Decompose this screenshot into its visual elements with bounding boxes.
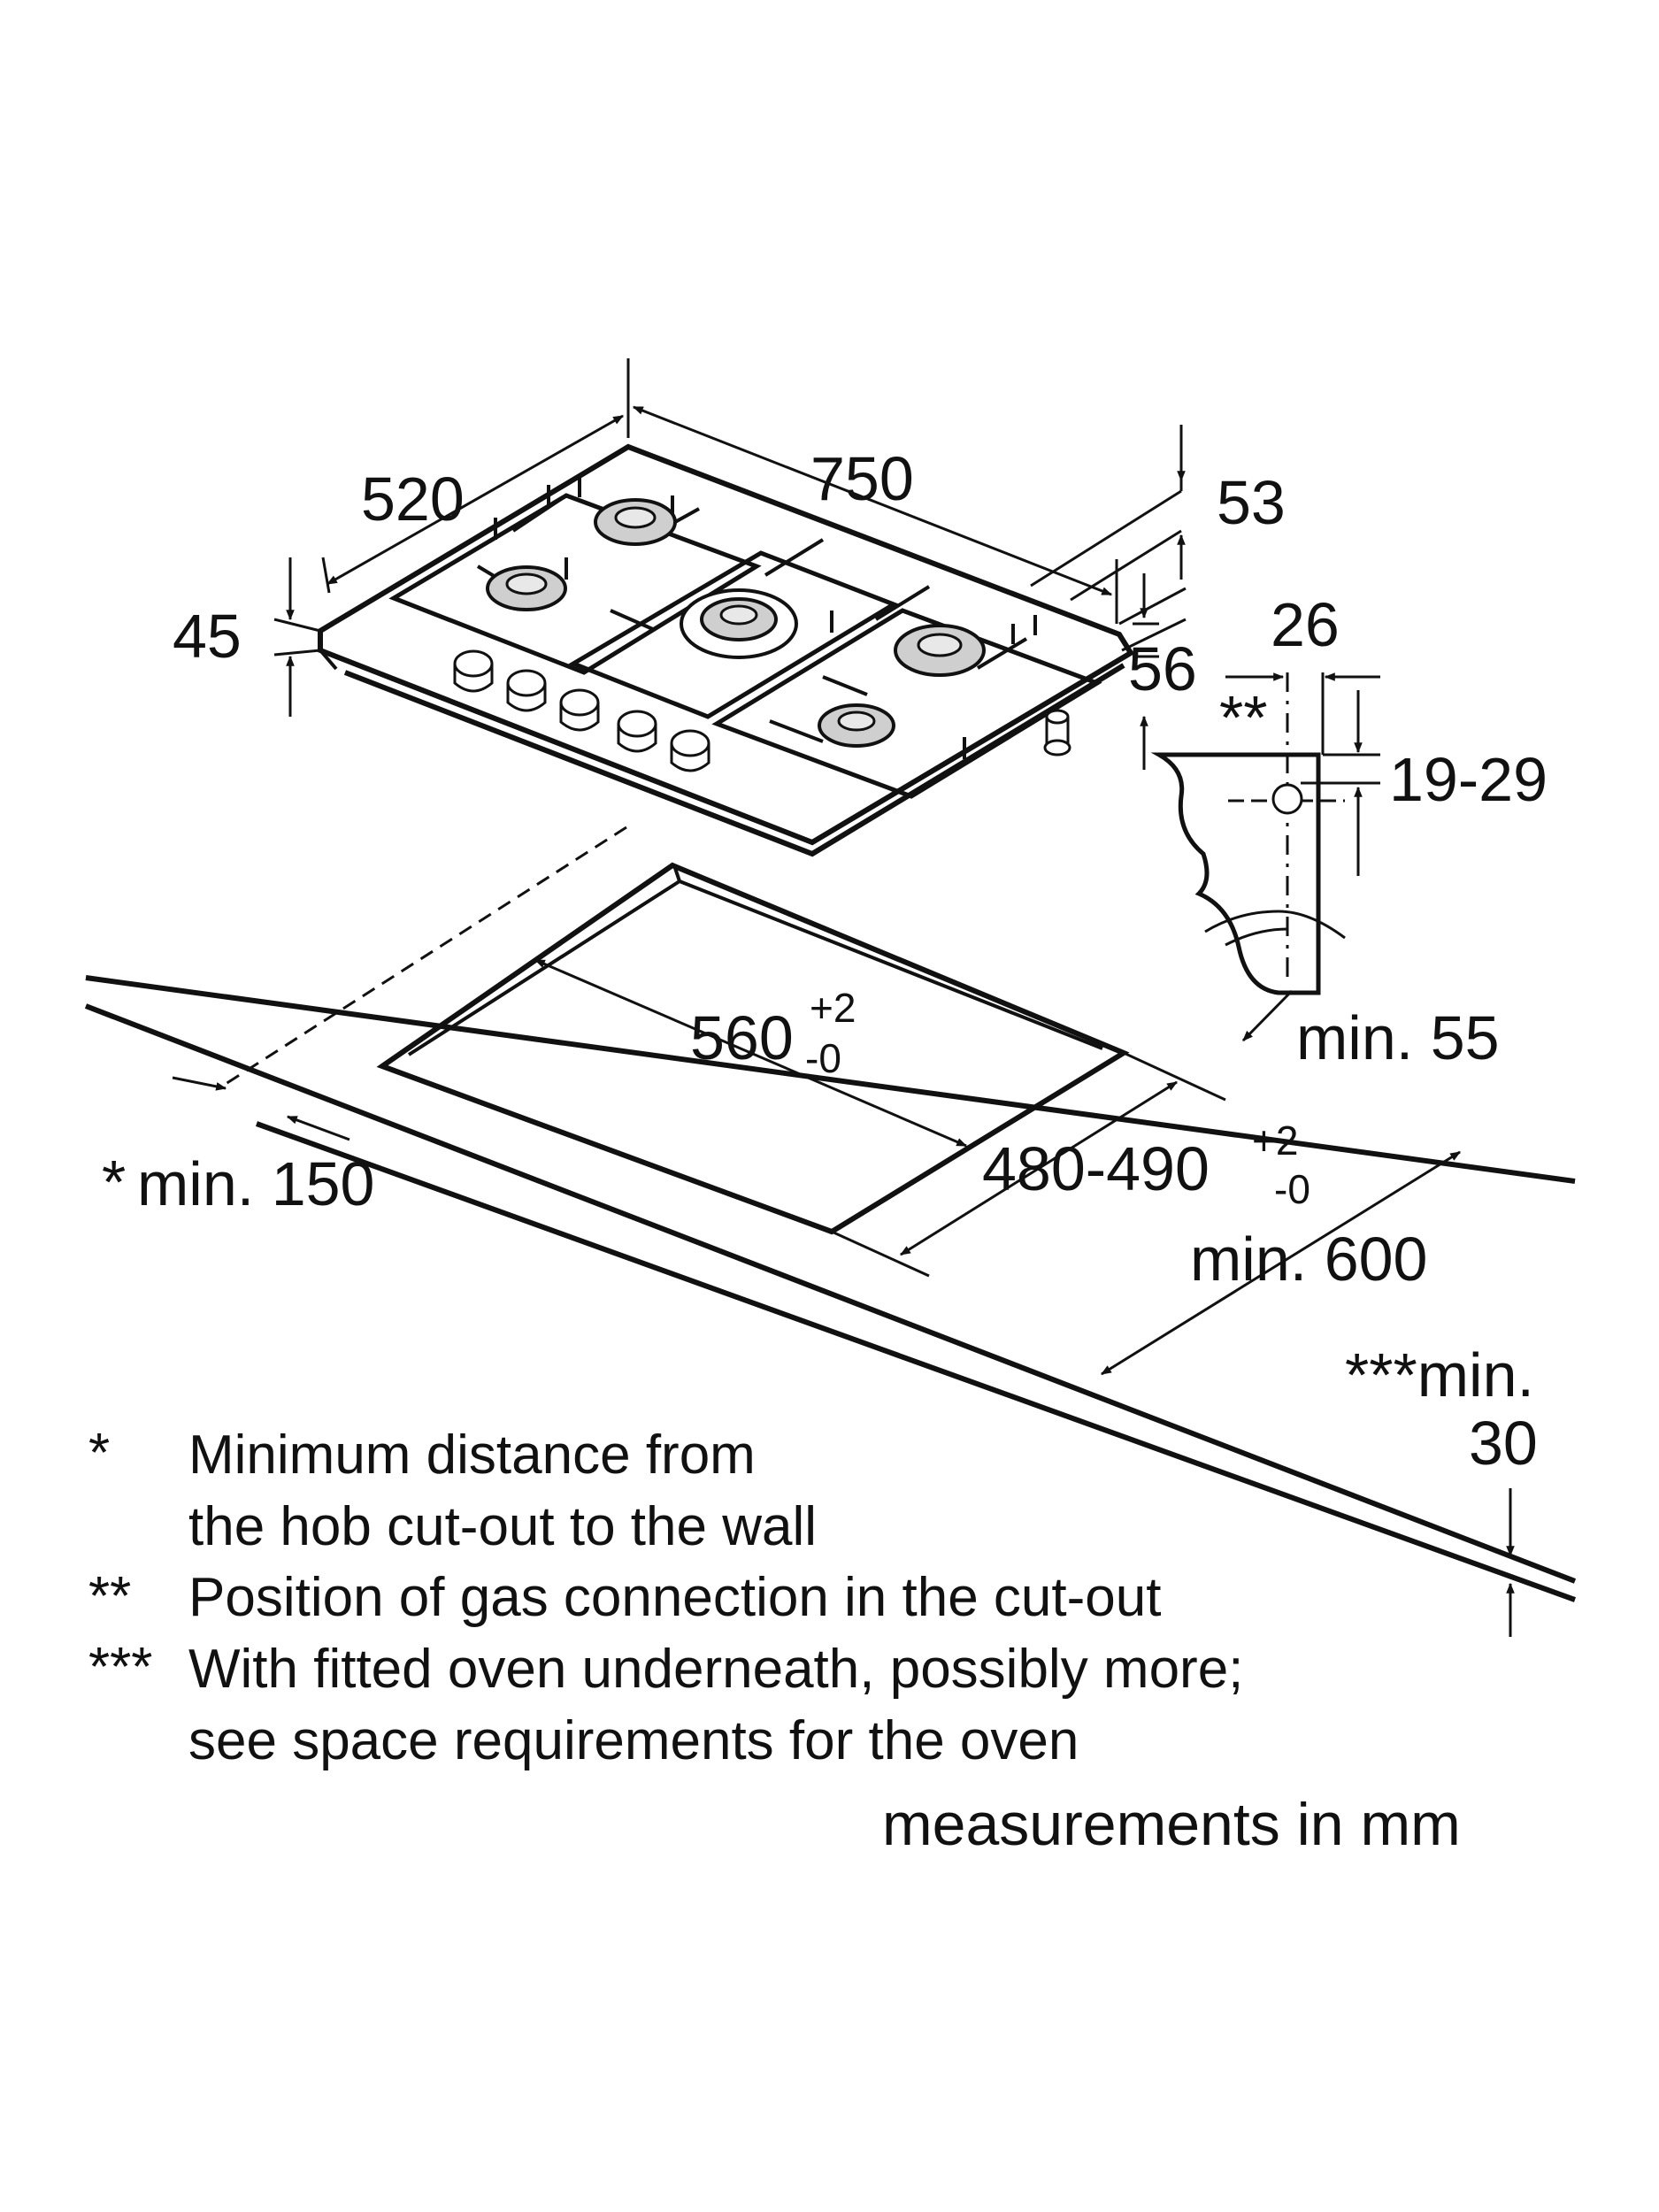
- label-45: 45: [173, 602, 242, 671]
- pan-support-right: [711, 608, 1102, 799]
- note-2-marker: **: [88, 1566, 131, 1627]
- burner-front-right: [818, 703, 895, 748]
- label-min-30-stars: ***min.: [1345, 1340, 1534, 1409]
- worktop-front-edge-bottom: [255, 1121, 1577, 1602]
- burner-front-left: [486, 565, 567, 611]
- control-knobs: [453, 649, 710, 772]
- label-min-30-value: 30: [1469, 1409, 1538, 1478]
- note-1-line-2: the hob cut-out to the wall: [188, 1496, 817, 1557]
- label-560-tol-plus: +2: [810, 985, 856, 1031]
- burner-wok-centre: [680, 588, 798, 659]
- dim-line-480-490: [899, 1080, 1179, 1256]
- label-53: 53: [1217, 468, 1286, 537]
- gas-connection-stub: [1043, 709, 1071, 757]
- dim-line-min-600: [1100, 1150, 1462, 1376]
- units-note: measurements in mm: [882, 1791, 1461, 1858]
- label-min-150: min. 150: [137, 1149, 374, 1218]
- label-480-490-tol-plus: +2: [1252, 1118, 1298, 1164]
- burner-rear-left: [594, 498, 677, 546]
- label-19-29: 19-29: [1389, 745, 1548, 814]
- label-gas-marker: **: [1219, 683, 1267, 752]
- worktop-front-edge-top: [84, 1003, 1577, 1584]
- note-2-line-1: Position of gas connection in the cut-ou…: [188, 1567, 1161, 1628]
- projection-line: [225, 826, 627, 1086]
- label-min-55: min. 55: [1296, 1003, 1500, 1072]
- label-min-600: min. 600: [1190, 1225, 1427, 1294]
- label-26: 26: [1271, 590, 1340, 659]
- label-56: 56: [1128, 634, 1197, 703]
- note-3-line-2: see space requirements for the oven: [188, 1710, 1079, 1771]
- footnotes: * Minimum distance from the hob cut-out …: [88, 1423, 1461, 1858]
- label-750: 750: [810, 444, 914, 513]
- note-3-marker: ***: [88, 1637, 152, 1698]
- dim-line-520: [326, 414, 625, 586]
- worktop-section: [1150, 672, 1346, 995]
- label-560-tol-minus: -0: [805, 1035, 841, 1081]
- hob-front-edge: [343, 663, 1125, 857]
- note-1-line-1: Minimum distance from: [188, 1425, 756, 1486]
- dimension-lines: [172, 358, 1515, 1637]
- gas-connection-position: [1271, 783, 1303, 815]
- dim-line-560: [534, 958, 968, 1148]
- label-min-150-star: *: [102, 1148, 126, 1217]
- note-1-marker: *: [88, 1423, 110, 1484]
- label-520: 520: [361, 465, 465, 534]
- label-480-490-tol-minus: -0: [1274, 1166, 1310, 1212]
- burner-rear-right: [894, 624, 986, 677]
- hob: [225, 443, 1135, 1086]
- dim-line-750: [632, 405, 1113, 596]
- dimension-labels: 520 750 45 53 56 26 ** 19-29 560 +2 -0 4…: [102, 444, 1548, 1478]
- label-480-490: 480-490: [982, 1134, 1210, 1203]
- label-560: 560: [690, 1003, 794, 1072]
- note-3-line-1: With fitted oven underneath, possibly mo…: [188, 1639, 1243, 1700]
